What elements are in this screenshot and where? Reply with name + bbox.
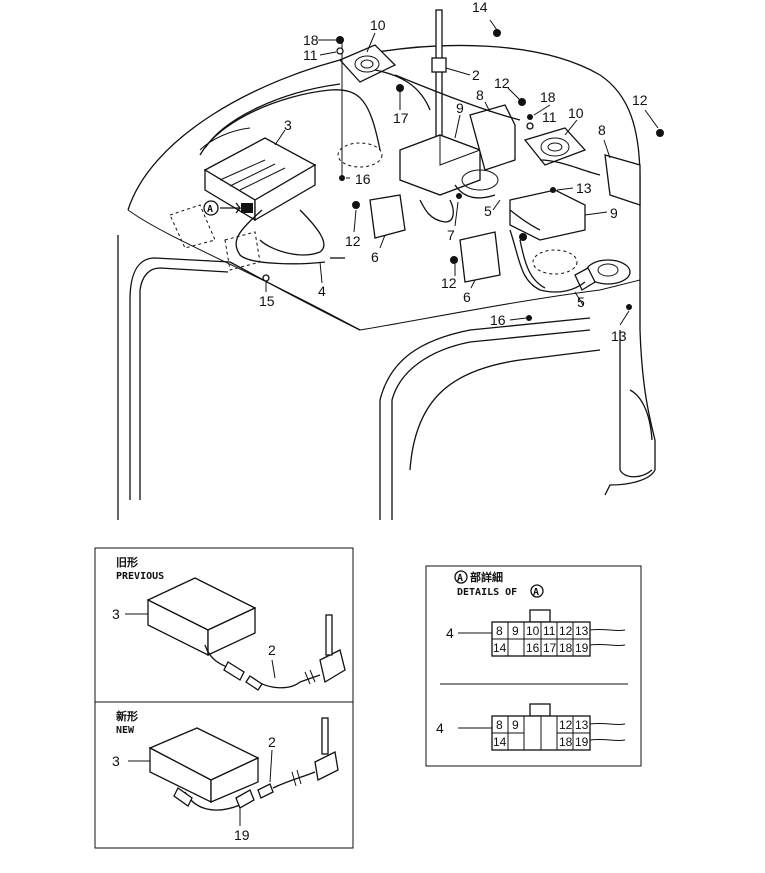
c1-t3: 11: [543, 624, 556, 638]
hidden-parts: [169, 142, 578, 275]
callout-13a: 13: [576, 180, 592, 196]
new-title-en: NEW: [116, 725, 135, 736]
mount-left: [369, 194, 501, 283]
previous-title-jp: 旧形: [116, 556, 138, 569]
c2-b5: 19: [575, 735, 589, 749]
c1-b4: 18: [559, 641, 573, 655]
details-title-en: DETAILS OF: [457, 587, 517, 598]
callout-16b: 16: [490, 312, 506, 328]
antenna: [431, 9, 447, 141]
radio-unit: [199, 127, 317, 222]
cab-body: [117, 44, 656, 520]
leader-lines: [265, 19, 659, 326]
c2-t1: 9: [512, 718, 519, 732]
callout-7: 7: [447, 227, 455, 243]
details-title-jp: 部詳細: [470, 570, 503, 584]
connector2-label: 4: [436, 720, 444, 736]
connector1-label: 4: [446, 625, 454, 641]
callout-15: 15: [259, 293, 275, 309]
callout-8b: 8: [598, 122, 606, 138]
c2-t0: 8: [496, 718, 503, 732]
c1-t2: 10: [526, 624, 540, 638]
bracket-center: [399, 104, 516, 196]
callout-12d: 12: [441, 275, 457, 291]
callout-4: 4: [318, 283, 326, 299]
callout-17: 17: [393, 110, 409, 126]
callout-10b: 10: [568, 105, 584, 121]
c1-t5: 13: [575, 624, 589, 638]
c2-b4: 18: [559, 735, 573, 749]
details-marker-2: A: [533, 587, 539, 598]
new-label-2: 2: [268, 734, 276, 750]
previous-title-en: PREVIOUS: [116, 571, 164, 582]
callout-18a: 18: [303, 32, 319, 48]
c1-b2: 16: [526, 641, 540, 655]
callout-labels: 18 11 10 14 2 12 18 11 10 12 17 8 9 3 8 …: [259, 0, 648, 344]
callout-2: 2: [472, 67, 480, 83]
c1-t4: 12: [559, 624, 573, 638]
new-label-3: 3: [112, 753, 120, 769]
previous-new-panel: 旧形 PREVIOUS 3 2 新形 NEW 3 19 2: [94, 547, 354, 849]
fasteners: [262, 29, 664, 321]
callout-9a: 9: [456, 100, 464, 116]
wiring: [199, 69, 601, 293]
marker-a: A: [203, 200, 253, 216]
c2-t4: 12: [559, 718, 573, 732]
c2-t5: 13: [575, 718, 589, 732]
callout-11b: 11: [542, 109, 557, 125]
c1-b3: 17: [543, 641, 557, 655]
previous-label-3: 3: [112, 606, 120, 622]
callout-9b: 9: [610, 205, 618, 221]
previous-label-2: 2: [268, 642, 276, 658]
c1-b0: 14: [493, 641, 507, 655]
callout-12c: 12: [345, 233, 361, 249]
callout-14: 14: [472, 0, 488, 15]
callout-5a: 5: [484, 203, 492, 219]
speaker-lower: [574, 259, 631, 291]
c1-t1: 9: [512, 624, 519, 638]
details-panel: A 部詳細 DETAILS OF A 4 8 9 10 11 12 13 14 …: [425, 565, 642, 767]
callout-11a: 11: [303, 47, 318, 63]
c2-b0: 14: [493, 735, 507, 749]
callout-6a: 6: [371, 249, 379, 265]
callout-12b: 12: [632, 92, 648, 108]
callout-12a: 12: [494, 75, 510, 91]
callout-6b: 6: [463, 289, 471, 305]
callout-8a: 8: [476, 87, 484, 103]
callout-3: 3: [284, 117, 292, 133]
speaker-left: [338, 40, 397, 175]
new-label-19: 19: [234, 827, 250, 843]
c1-b5: 19: [575, 641, 589, 655]
details-marker: A: [457, 573, 463, 584]
bracket-right: [509, 154, 641, 241]
callout-18b: 18: [540, 89, 556, 105]
callout-13b: 13: [611, 328, 627, 344]
c1-t0: 8: [496, 624, 503, 638]
callout-16a: 16: [355, 171, 371, 187]
speaker-right: [523, 127, 587, 166]
callout-5b: 5: [577, 294, 585, 310]
marker-a-label: A: [207, 204, 213, 215]
callout-10a: 10: [370, 17, 386, 33]
new-title-jp: 新形: [116, 709, 138, 723]
